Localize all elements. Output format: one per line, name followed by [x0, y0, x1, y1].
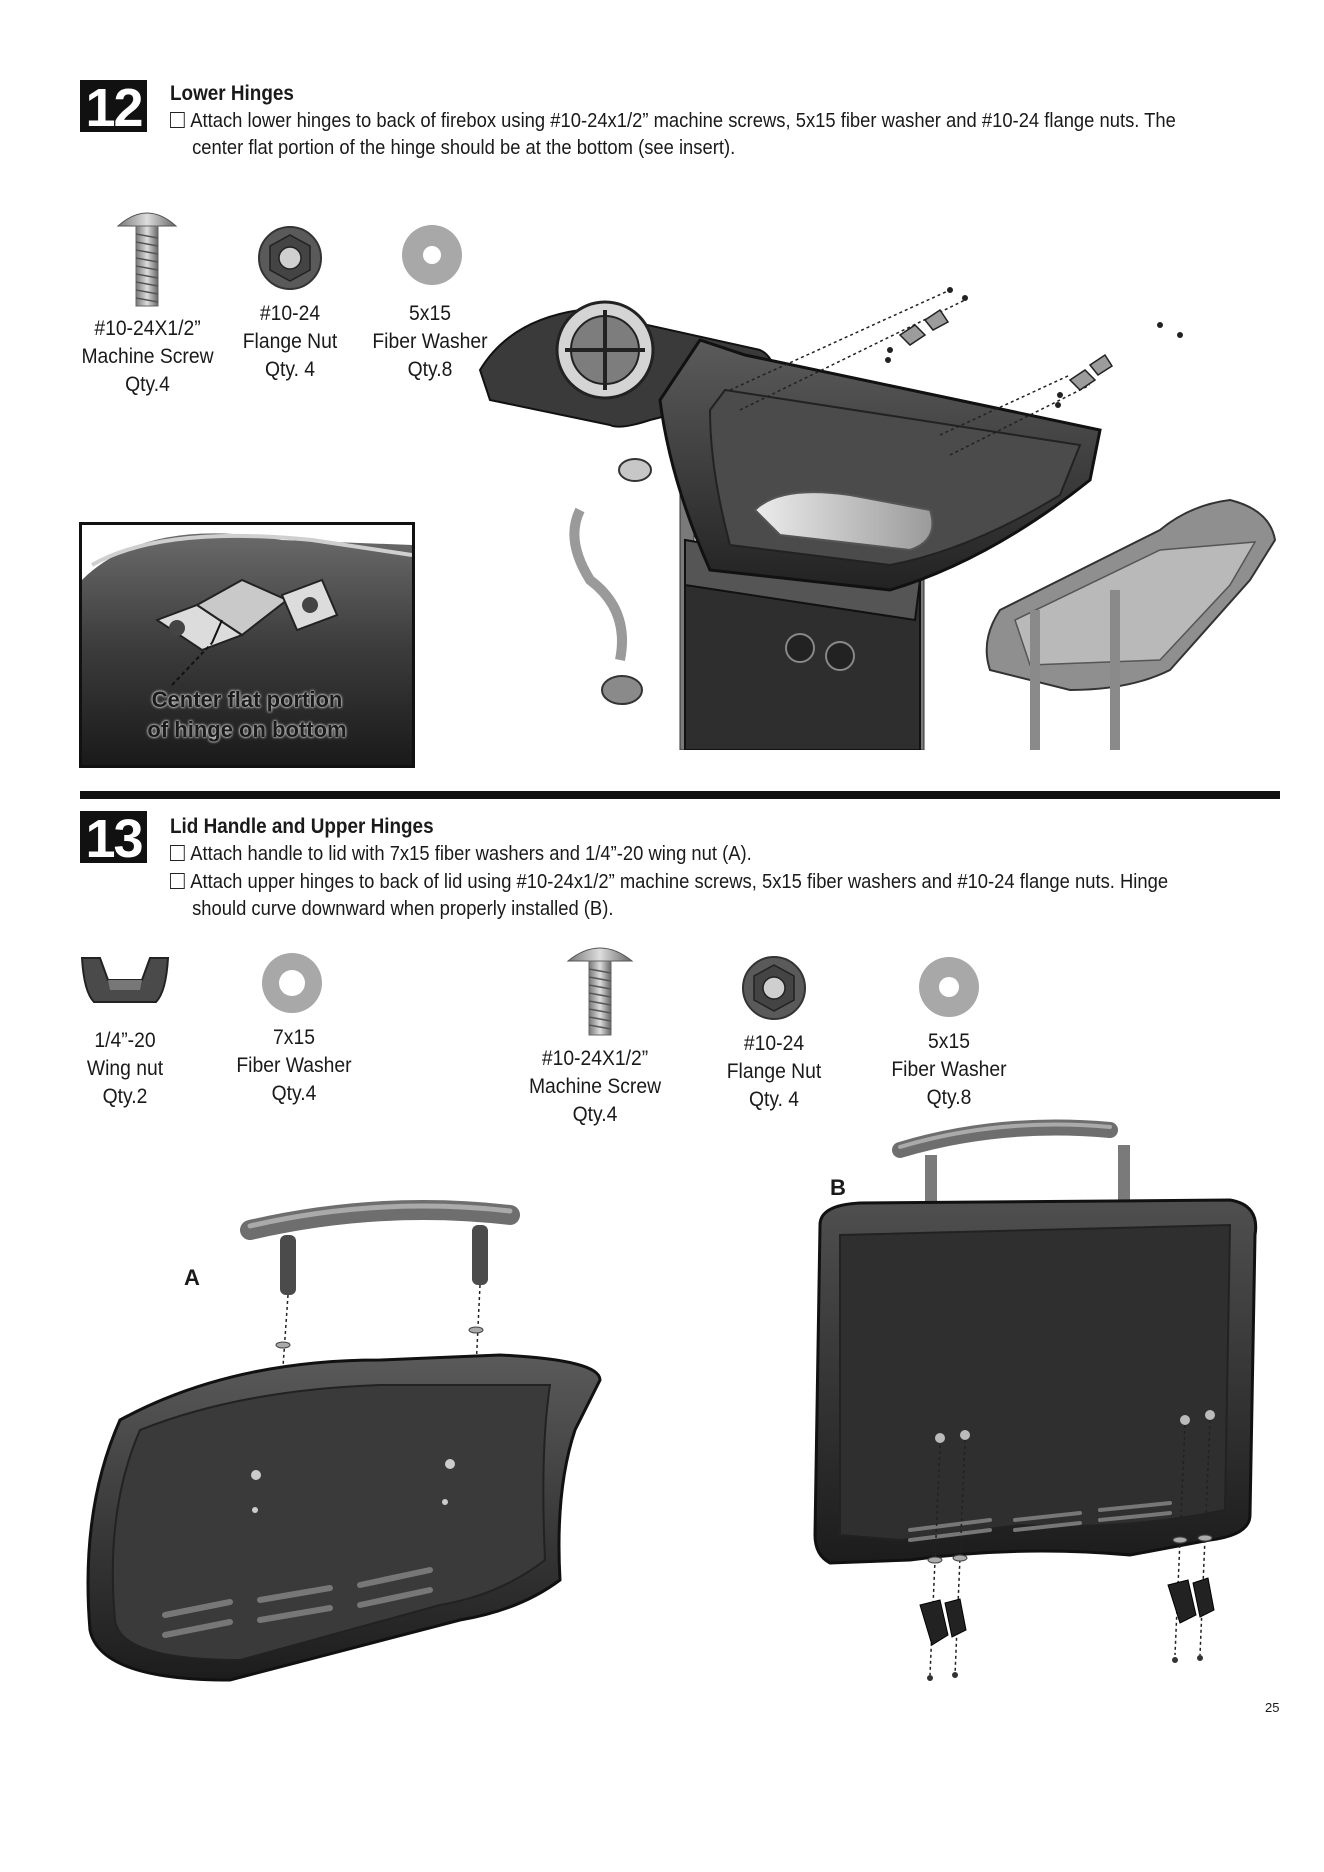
- step-12-instruction: Attach lower hinges to back of firebox u…: [170, 108, 1222, 162]
- lid-handle-illustration-a: A: [80, 1190, 610, 1690]
- fiber-washer-icon: [262, 953, 322, 1013]
- checkbox-step-13-b[interactable]: [170, 873, 185, 889]
- flange-nut-icon: [258, 226, 322, 290]
- lid-handle-drawing: [86, 1200, 602, 1682]
- machine-screw-icon: [116, 212, 178, 307]
- grill-firebox-hinge-illustration: [478, 287, 1277, 750]
- step-13-instruction-2: Attach upper hinges to back of lid using…: [170, 869, 1222, 923]
- page-number: 25: [1265, 1700, 1280, 1715]
- step-13-instruction-text-1: Attach handle to lid with 7x15 fiber was…: [190, 843, 752, 865]
- flange-nut-icon: [742, 956, 806, 1020]
- label-b: B: [830, 1175, 846, 1200]
- step-number-12: 12: [80, 80, 147, 136]
- fiber-washer-icon: [402, 225, 462, 285]
- lid-hinge-illustration-b: B: [800, 1115, 1270, 1690]
- step-13-instruction-1: Attach handle to lid with 7x15 fiber was…: [170, 841, 1222, 868]
- checkbox-step-12[interactable]: [170, 112, 185, 128]
- insert-caption: Center flat portion of hinge on bottom: [147, 687, 347, 742]
- label-a: A: [184, 1265, 200, 1290]
- section-divider: [80, 791, 1280, 799]
- wing-nut-icon: [80, 957, 170, 1003]
- step-12-title: Lower Hinges: [170, 82, 294, 105]
- step-13-instruction-text-2: Attach upper hinges to back of lid using…: [190, 871, 1169, 920]
- step-number-13: 13: [80, 811, 147, 867]
- lid-hinge-drawing: [813, 1119, 1258, 1681]
- hinge-detail-illustration: [82, 533, 412, 765]
- hinge-detail-insert: Center flat portion of hinge on bottom: [79, 522, 415, 768]
- machine-screw-icon: [566, 947, 634, 1036]
- step-12-instruction-text: Attach lower hinges to back of firebox u…: [190, 110, 1176, 159]
- step-13-title: Lid Handle and Upper Hinges: [170, 815, 434, 838]
- fiber-washer-icon: [919, 957, 979, 1017]
- checkbox-step-13-a[interactable]: [170, 845, 185, 861]
